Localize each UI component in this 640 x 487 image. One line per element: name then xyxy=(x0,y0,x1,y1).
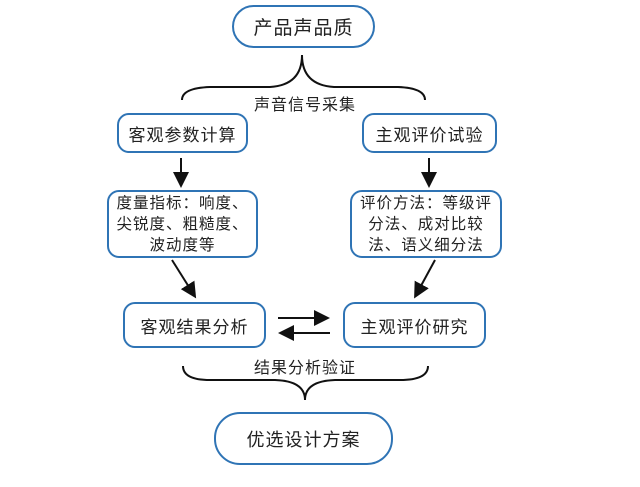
metrics-node: 度量指标：响度、尖锐度、粗糙度、波动度等 xyxy=(107,190,258,258)
signal-acquisition-label: 声音信号采集 xyxy=(253,95,356,114)
optimal-design-node: 优选设计方案 xyxy=(214,412,393,465)
methods-node: 评价方法：等级评分法、成对比较法、语义细分法 xyxy=(350,190,502,258)
top-brace xyxy=(181,54,426,101)
bottom-brace xyxy=(182,365,429,401)
arrow-right-diag xyxy=(414,259,436,299)
subjective-study-node: 主观评价研究 xyxy=(343,302,486,348)
node-label: 优选设计方案 xyxy=(246,429,361,451)
node-label: 度量指标：响度、尖锐度、粗糙度、波动度等 xyxy=(116,193,249,254)
objective-analysis-node: 客观结果分析 xyxy=(123,302,266,348)
node-label: 主观评价试验 xyxy=(375,125,484,146)
node-label: 客观参数计算 xyxy=(128,125,237,146)
arrow-left-diag xyxy=(171,259,197,299)
node-label: 客观结果分析 xyxy=(140,317,249,338)
validation-label: 结果分析验证 xyxy=(253,358,356,377)
node-label: 评价方法：等级评分法、成对比较法、语义细分法 xyxy=(359,193,492,254)
subjective-test-node: 主观评价试验 xyxy=(362,113,497,153)
objective-calc-node: 客观参数计算 xyxy=(117,113,248,153)
node-label: 主观评价研究 xyxy=(360,317,469,338)
product-sound-quality-node: 产品声品质 xyxy=(232,5,375,48)
node-label: 产品声品质 xyxy=(253,17,354,39)
